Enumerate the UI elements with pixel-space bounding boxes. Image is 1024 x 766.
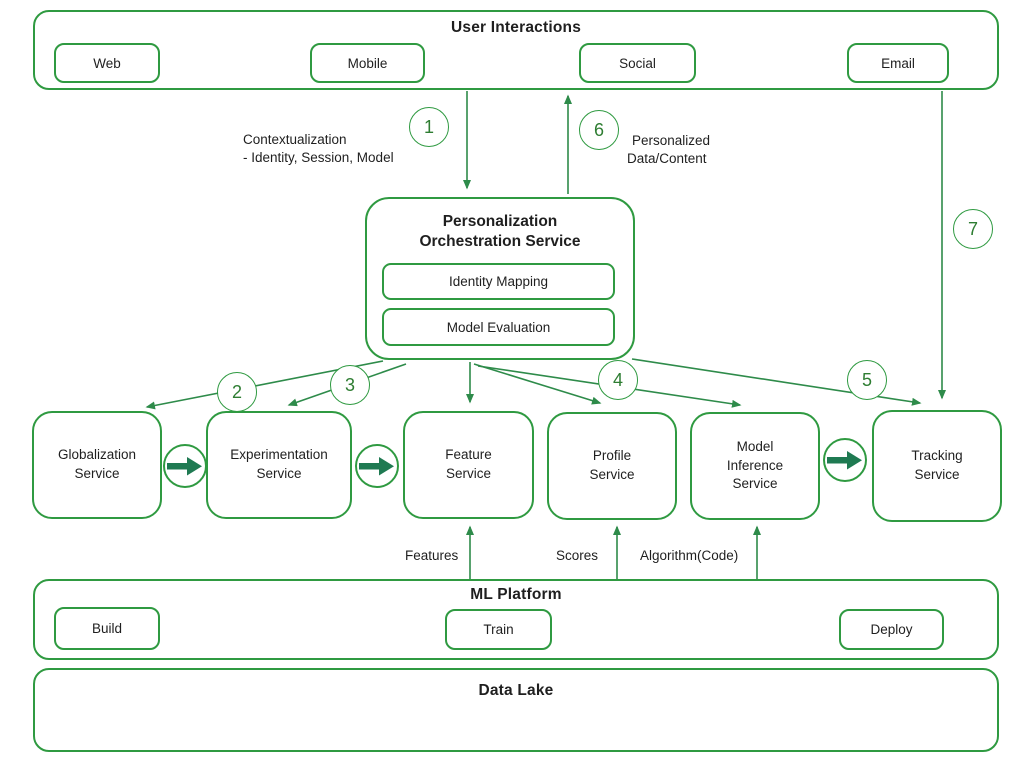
channel-mobile: Mobile <box>310 43 425 83</box>
flow-arrow-inference-to-tracking <box>823 438 867 482</box>
ml-stage-build: Build <box>54 607 160 650</box>
ml-stage-deploy: Deploy <box>839 609 944 650</box>
personalized-data-label: Personalized Data/Content <box>627 133 711 166</box>
data-lake-title: Data Lake <box>478 682 554 699</box>
step-2-badge: 2 <box>217 372 257 412</box>
service-profile: Profile Service <box>547 412 677 520</box>
orchestration-title: Personalization Orchestration Service <box>419 213 581 251</box>
step-6-badge: 6 <box>579 110 619 150</box>
flow-arrow-globalization-to-experimentation <box>163 444 207 488</box>
channel-email: Email <box>847 43 949 83</box>
step-3-badge: 3 <box>330 365 370 405</box>
identity-mapping-box: Identity Mapping <box>382 263 615 300</box>
step-7-badge: 7 <box>953 209 993 249</box>
step-1-badge: 1 <box>409 107 449 147</box>
ml-platform-title: ML Platform <box>470 586 562 603</box>
service-experimentation: Experimentation Service <box>206 411 352 519</box>
flow-arrow-experimentation-to-feature <box>355 444 399 488</box>
algorithm-label: Algorithm(Code) <box>640 548 739 563</box>
channel-social-label: Social <box>619 55 656 71</box>
features-label: Features <box>405 548 459 563</box>
user-interactions-title: User Interactions <box>450 19 582 36</box>
right-arrow-icon <box>827 451 862 470</box>
right-arrow-icon <box>359 457 394 476</box>
channel-web-label: Web <box>93 55 121 71</box>
service-tracking: Tracking Service <box>872 410 1002 522</box>
service-feature: Feature Service <box>403 411 534 519</box>
channel-social: Social <box>579 43 696 83</box>
right-arrow-icon <box>167 457 202 476</box>
channel-email-label: Email <box>881 55 915 71</box>
channel-mobile-label: Mobile <box>347 55 388 71</box>
model-evaluation-box: Model Evaluation <box>382 308 615 346</box>
scores-label: Scores <box>556 548 599 563</box>
service-model-inference: Model Inference Service <box>690 412 820 520</box>
channel-web: Web <box>54 43 160 83</box>
data-lake-container: Data Lake <box>33 668 999 752</box>
user-interactions-container: User Interactions Web Mobile Social Emai… <box>33 10 999 90</box>
contextualization-label: Contextualization - Identity, Session, M… <box>243 132 394 165</box>
service-globalization: Globalization Service <box>32 411 162 519</box>
step-5-badge: 5 <box>847 360 887 400</box>
ml-platform-container: ML Platform Build Train Deploy <box>33 579 999 660</box>
step-4-badge: 4 <box>598 360 638 400</box>
ml-stage-train: Train <box>445 609 552 650</box>
orchestration-service: Personalization Orchestration Service Id… <box>365 197 635 360</box>
